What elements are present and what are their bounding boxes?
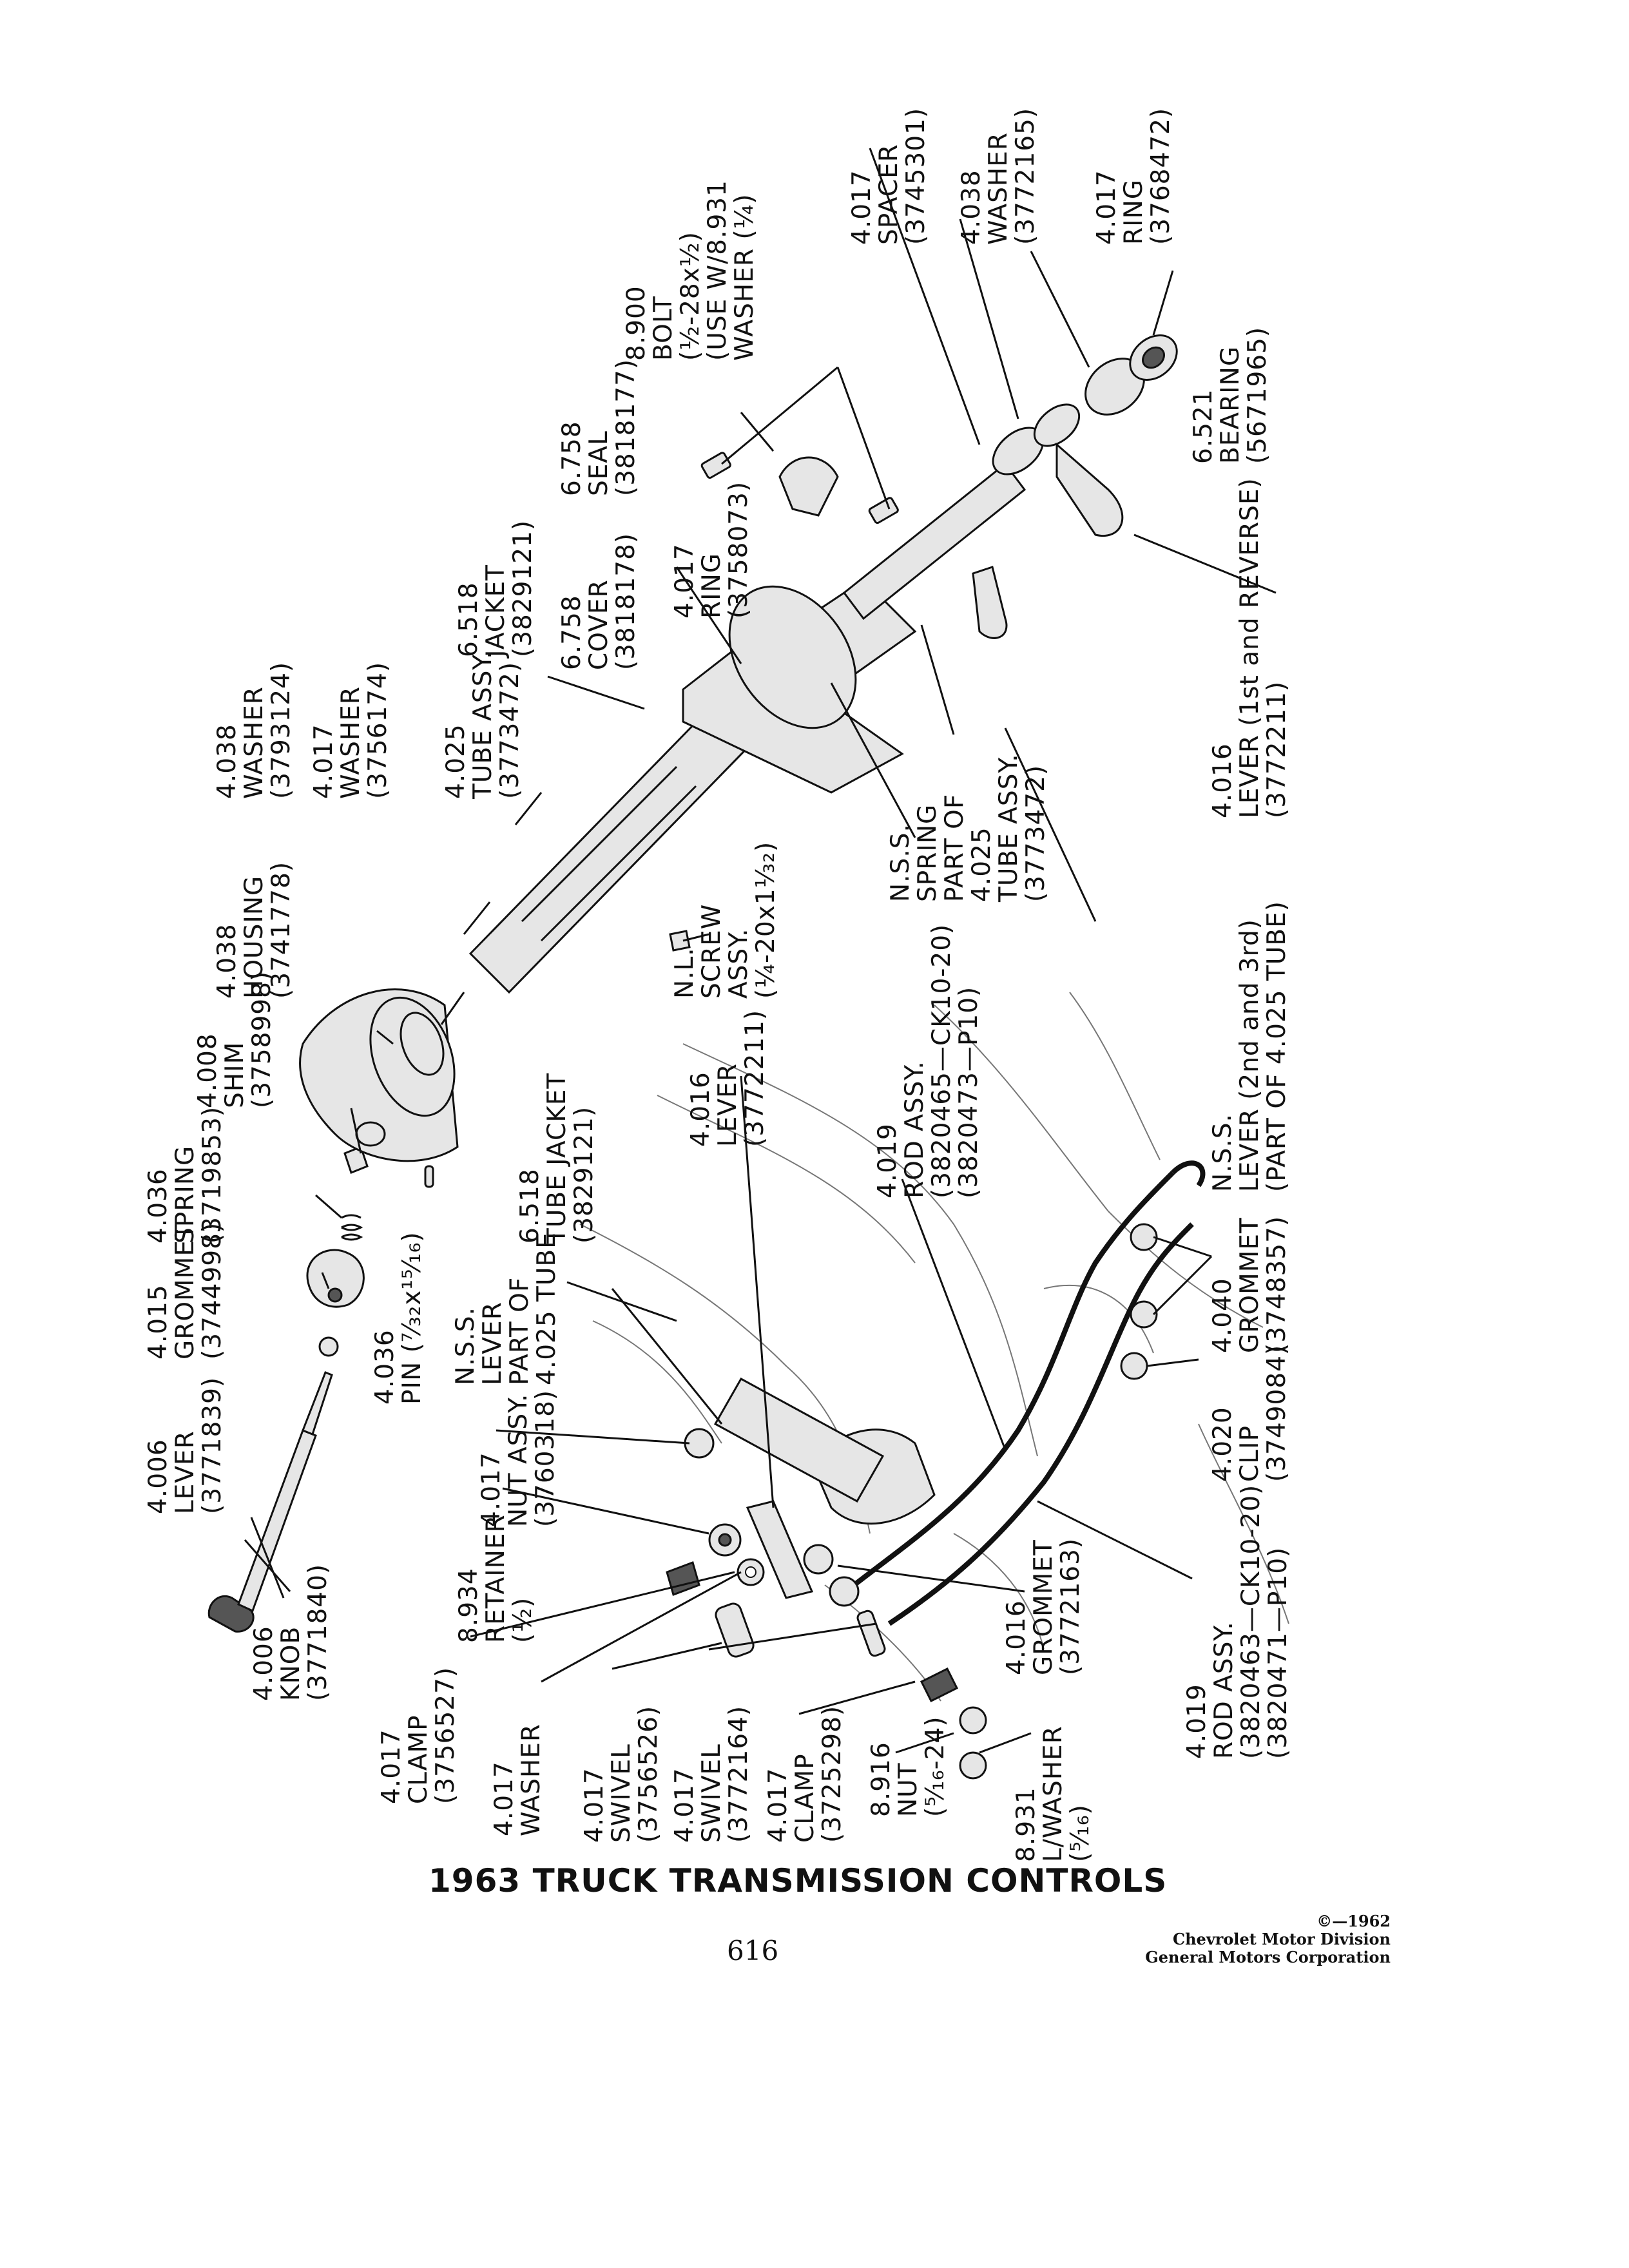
callout-knob: 4.006KNOB(3771840)	[249, 1564, 333, 1701]
screw-icon	[669, 930, 691, 952]
swivel-icon	[715, 1602, 755, 1658]
callout-grommet-4015: 4.015GROMMET(3744998)	[144, 1222, 227, 1360]
callout-lever-4016-mid: 4.016LEVER(3772211)	[686, 1010, 769, 1147]
callout-cover: 6.758COVER(3818178)	[557, 533, 641, 670]
callout-spacer: 4.017SPACER(3745301)	[847, 108, 930, 245]
spacer-washer-icon	[992, 403, 1124, 537]
callout-lever-1st-rev: 4.016LEVER (1st and REVERSE)(3772211)	[1208, 477, 1291, 818]
callout-nss-lever-2nd3rd: N.S.S.LEVER (2nd and 3rd)(PART OF 4.025 …	[1208, 901, 1291, 1192]
callout-washer-lower: 4.017WASHER	[490, 1724, 546, 1836]
callout-swivel-1: 4.017SWIVEL(3756526)	[580, 1706, 663, 1843]
shift-rods-icon	[836, 1160, 1206, 1626]
callout-washer-4038-upper: 4.038WASHER(3793124)	[213, 662, 296, 799]
callout-bearing: 6.521BEARING(5671965)	[1189, 327, 1272, 464]
callout-ring-upper: 4.017RING(3758073)	[670, 481, 753, 619]
lever-1st-reverse-icon	[972, 566, 1008, 639]
callout-clamp-lower: 4.017CLAMP(3725298)	[764, 1706, 847, 1843]
spring-icon	[341, 1214, 363, 1241]
upper-clamp-icon	[700, 452, 899, 524]
copyright-corporation: General Motors Corporation	[1145, 1948, 1391, 1966]
clip-icon	[1120, 1352, 1148, 1380]
callout-swivel-2: 4.017SWIVEL(3772164)	[670, 1706, 753, 1843]
callout-lwasher: 8.931L/WASHER(⁵⁄₁₆)	[1012, 1725, 1095, 1862]
bearing-icon	[1084, 334, 1178, 416]
copyright-block: ©—1962 Chevrolet Motor Division General …	[1145, 1912, 1391, 1966]
callout-washer-4017-upper: 4.017WASHER(3756174)	[309, 662, 392, 799]
callout-jacket: 6.518JACKET(3829121)	[454, 520, 537, 659]
grommet-icon	[306, 1249, 365, 1308]
grommet-4016-icon	[803, 1544, 860, 1607]
callout-tube-assy: 4.025TUBE ASSY.(3773472)	[441, 650, 525, 800]
grommet-4040-icon	[1130, 1223, 1158, 1329]
callout-nut-assy: 4.017NUT ASSY.(3760318)	[477, 1390, 560, 1527]
nut-icon	[959, 1706, 987, 1780]
callout-housing: 4.038HOUSING(3741778)	[213, 861, 296, 999]
callout-tube-jacket: 6.518TUBE JACKET(3829121)	[516, 1073, 599, 1244]
callout-grommet-4016: 4.016GROMMET(3772163)	[1002, 1538, 1085, 1675]
callout-lever-4006: 4.006LEVER(3771839)	[144, 1377, 227, 1514]
swivel-2-icon	[856, 1610, 886, 1657]
copyright-year: ©—1962	[1316, 1912, 1391, 1930]
callout-ring-right: 4.017RING(3768472)	[1092, 108, 1175, 245]
callout-retainer: 8.934RETAINER(½)	[454, 1514, 537, 1643]
steering-column-icon	[468, 462, 1027, 994]
leader-lines	[244, 148, 1277, 1754]
housing-icon	[299, 988, 459, 1162]
clamp-icon	[666, 1561, 700, 1596]
callout-seal: 6.758SEAL(3818177)	[557, 359, 641, 496]
retainer-icon	[708, 1523, 742, 1557]
copyright-division: Chevrolet Motor Division	[1173, 1930, 1391, 1948]
callout-pin: 4.036PIN (⁷⁄₃₂x¹⁵⁄₁₆)	[371, 1231, 427, 1405]
callout-nl-screw: N.L.SCREWASSY.(¼-20x1⅟₃₂)	[670, 841, 780, 999]
callout-clamp-lower-left: 4.017CLAMP(3756527)	[377, 1667, 460, 1804]
callout-grommet-4040: 4.040GROMMET(3748357)	[1208, 1216, 1291, 1353]
callout-nss-spring: N.S.S.SPRINGPART OF4.025TUBE ASSY.(37734…	[886, 753, 1050, 903]
callout-spring-4036: 4.036SPRING(3719853)	[144, 1106, 227, 1244]
callout-clip: 4.020CLIP(3749084)	[1208, 1345, 1291, 1482]
washer-icon	[737, 1558, 765, 1586]
shift-lever-icon	[207, 1336, 339, 1633]
clamp-lower-icon	[920, 1667, 959, 1703]
callout-rod-assy-upper: 4.019ROD ASSY.(3820465—CK10-20)(3820473—…	[873, 924, 983, 1198]
pin-icon	[424, 1165, 434, 1188]
lower-column-icon	[713, 1377, 936, 1599]
callout-washer-4038-right: 4.038WASHER(3772165)	[957, 108, 1040, 245]
callout-bolt: 8.900BOLT(½-28x½)(USE W/8.931WASHER (¼)	[622, 180, 759, 361]
page-title: 1963 TRUCK TRANSMISSION CONTROLS	[429, 1862, 1168, 1899]
callout-rod-assy-lower: 4.019ROD ASSY.(3820463—CK10-20)(3820471—…	[1182, 1485, 1293, 1759]
callout-nut-8916: 8.916NUT(⁵⁄₁₆-24)	[867, 1716, 950, 1817]
callout-shim: 4.008SHIM(3758998)	[193, 971, 276, 1108]
callout-labels: 4.006LEVER(3771839) 4.006KNOB(3771840) 4…	[144, 108, 1293, 1862]
callout-nss-lever-part: N.S.S.LEVERPART OF4.025 TUBE	[451, 1232, 561, 1385]
page-number: 616	[727, 1935, 779, 1966]
